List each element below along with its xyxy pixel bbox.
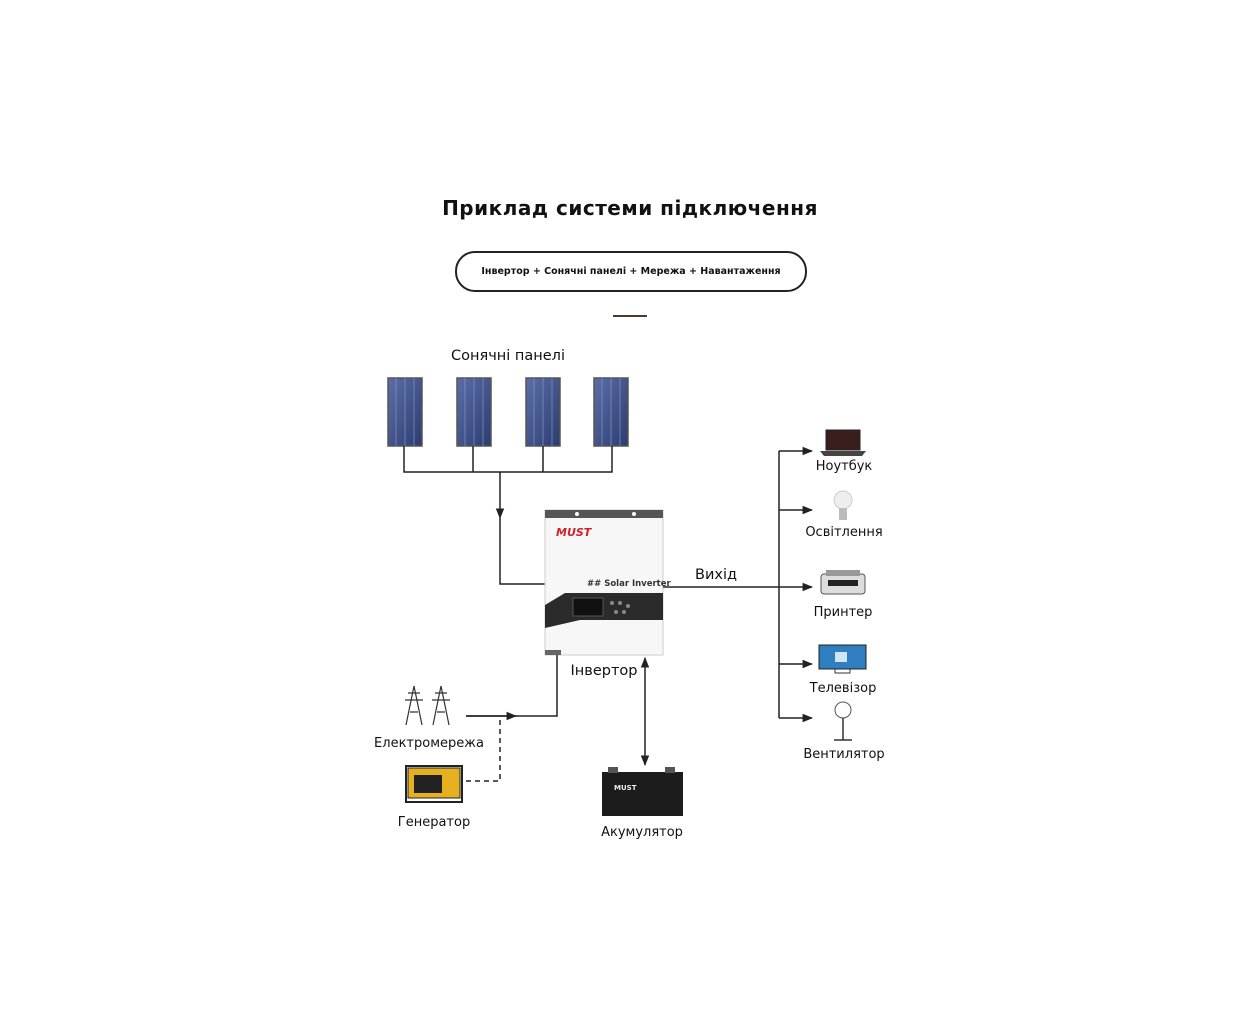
solar-panel-icon xyxy=(387,377,423,447)
load-tv-label: Телевізор xyxy=(809,681,877,696)
load-laptop-label: Ноутбук xyxy=(815,459,873,474)
output-label: Вихід xyxy=(694,567,738,583)
power-grid-icon xyxy=(405,685,450,726)
subtitle: Інвертор + Сонячні панелі + Мережа + Нав… xyxy=(481,266,781,277)
svg-text:## Solar Inverter: ## Solar Inverter xyxy=(587,579,672,589)
load-lighting-label: Освітлення xyxy=(805,525,883,540)
tv-icon xyxy=(818,644,867,674)
fan-icon xyxy=(834,701,852,741)
solar-panel-icon xyxy=(456,377,492,447)
battery-brand: MUST xyxy=(614,784,637,792)
inverter-icon: MUST ## Solar Inverter xyxy=(544,509,672,656)
solar-panel-icon xyxy=(593,377,629,447)
solar-panels xyxy=(387,377,629,585)
generator-label: Генератор xyxy=(397,815,471,830)
solar-panel-icon xyxy=(525,377,561,447)
laptop-icon xyxy=(820,429,866,456)
inverter-label: Інвертор xyxy=(570,663,638,679)
printer-icon xyxy=(820,570,866,595)
battery-icon: MUST xyxy=(602,767,683,816)
solar-panels-label: Сонячні панелі xyxy=(451,348,565,364)
generator-icon xyxy=(405,765,463,803)
divider xyxy=(613,315,647,317)
svg-text:MUST: MUST xyxy=(556,526,593,539)
grid-label: Електромережа xyxy=(374,736,484,751)
light-bulb-icon xyxy=(833,490,853,520)
battery-label: Акумулятор xyxy=(601,825,683,840)
page-title: Приклад системи підключення xyxy=(442,196,818,220)
load-fan-label: Вентилятор xyxy=(803,747,885,762)
system-components-badge: Інвертор + Сонячні панелі + Мережа + Нав… xyxy=(455,251,807,292)
load-printer-label: Принтер xyxy=(813,605,873,620)
